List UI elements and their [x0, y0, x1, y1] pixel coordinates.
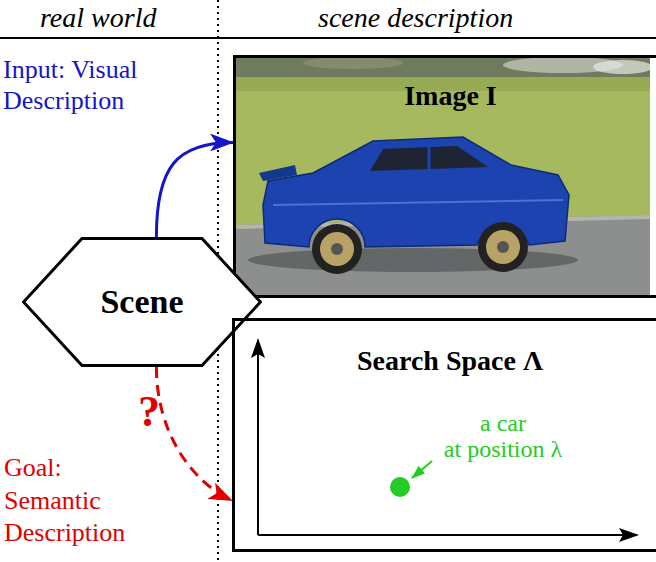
column-heading: scene description: [318, 2, 513, 34]
input-label: Input: Visual Description: [3, 54, 137, 116]
search-space-box: Search Space Λ: [232, 318, 656, 552]
leader-arrow: [412, 461, 432, 478]
scene-hexagon: Scene: [22, 237, 262, 367]
position-dot: [390, 477, 410, 497]
node-text: Scene: [100, 283, 183, 321]
node-text: Search Space Λ: [235, 345, 656, 377]
goal-label: Goal: Semantic Description: [4, 452, 125, 550]
connector-curve: [156, 142, 233, 237]
header-rule: [0, 37, 656, 39]
y-axis: [257, 340, 259, 535]
question-mark: ?: [138, 386, 160, 437]
x-axis: [258, 534, 637, 536]
node-text: Image I: [236, 80, 656, 112]
position-label: a car at position λ: [428, 410, 578, 463]
column-heading: real world: [40, 2, 156, 34]
image-box: Image I: [233, 55, 656, 298]
connector-curve: [156, 367, 232, 501]
